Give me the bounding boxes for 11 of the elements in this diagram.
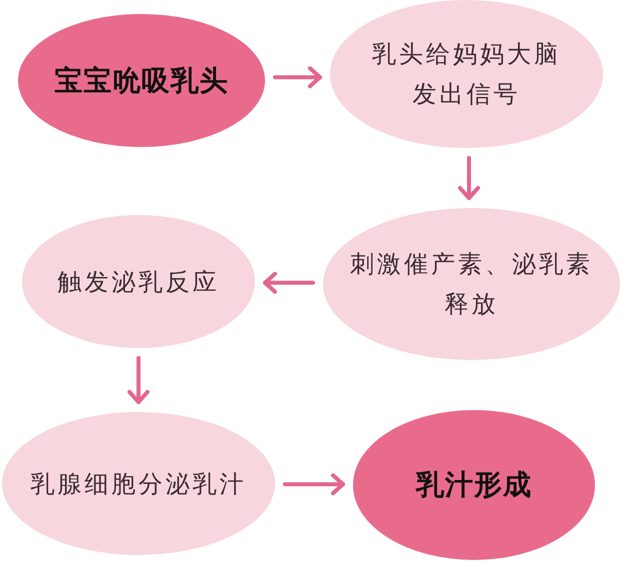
arrow bbox=[283, 473, 345, 496]
arrow bbox=[458, 156, 480, 200]
step-label: 乳腺细胞分泌乳汁 bbox=[30, 468, 246, 500]
arrow bbox=[128, 356, 150, 404]
step-label: 宝宝吮吸乳头 bbox=[54, 64, 228, 98]
step-label: 触发泌乳反应 bbox=[58, 266, 220, 298]
arrow bbox=[263, 272, 315, 294]
step-label: 乳汁形成 bbox=[416, 468, 532, 502]
arrow bbox=[273, 66, 322, 88]
step-label: 乳头给妈妈大脑发出信号 bbox=[371, 39, 562, 110]
step-label: 刺激催产素、泌乳素释放 bbox=[349, 249, 594, 320]
